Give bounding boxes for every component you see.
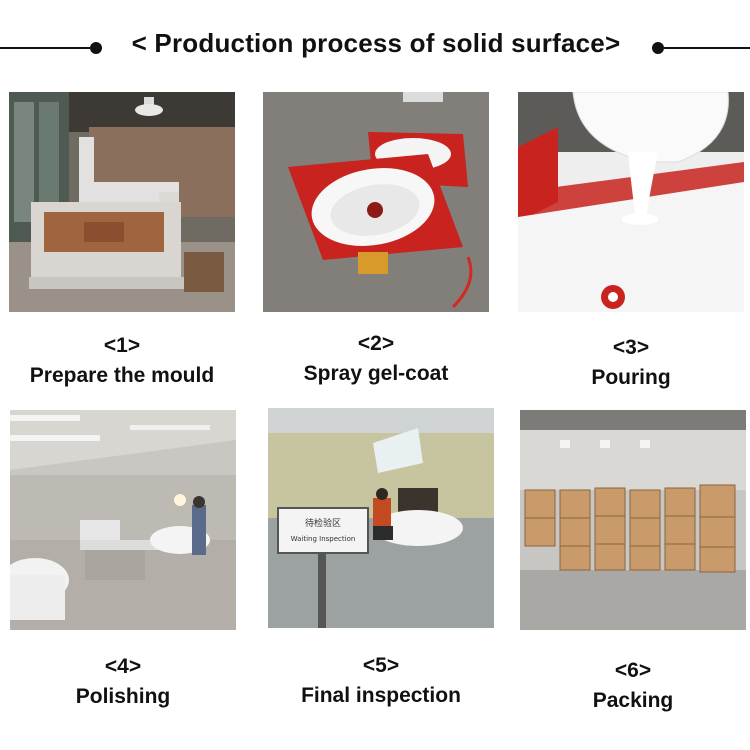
step-card-2: <2> Spray gel-coat [263,92,489,392]
pouring-resin-photo [518,92,744,312]
title-line-left [0,47,92,49]
step-number-6: <6> [614,659,652,682]
step-number-2: <2> [357,332,395,355]
step-label-4: Polishing [75,685,171,708]
step-label-2: Spray gel-coat [303,362,449,385]
step-card-5: 待检验区 Waiting Inspection <5> Final inspec… [268,408,494,708]
sign-text: Waiting Inspection [291,535,356,543]
packed-crates-photo [520,410,746,630]
step-label-3: Pouring [591,366,671,389]
step-card-4: <4> Polishing [10,410,236,710]
step-label-6: Packing [592,689,674,712]
step-number-3: <3> [612,336,650,359]
cnc-machine-photo [9,92,235,312]
page-title: < Production process of solid surface> [131,28,621,58]
step-number-5: <5> [362,654,400,677]
gelcoat-mould-photo [263,92,489,312]
step-number-1: <1> [103,334,141,357]
step-label-5: Final inspection [301,684,461,707]
step-card-1: <1> Prepare the mould [9,92,235,392]
inspection-area-photo: 待检验区 Waiting Inspection [268,408,494,628]
title-dot-left [90,42,102,54]
title-dot-right [652,42,664,54]
title-line-right [664,47,750,49]
title-bar: < Production process of solid surface> [0,22,750,74]
step-card-3: <3> Pouring [518,92,744,392]
step-label-1: Prepare the mould [29,364,215,387]
step-card-6: <6> Packing [520,410,746,712]
svg-text:待检验区: 待检验区 [305,517,341,529]
polishing-workshop-photo [10,410,236,630]
step-number-4: <4> [104,655,142,678]
